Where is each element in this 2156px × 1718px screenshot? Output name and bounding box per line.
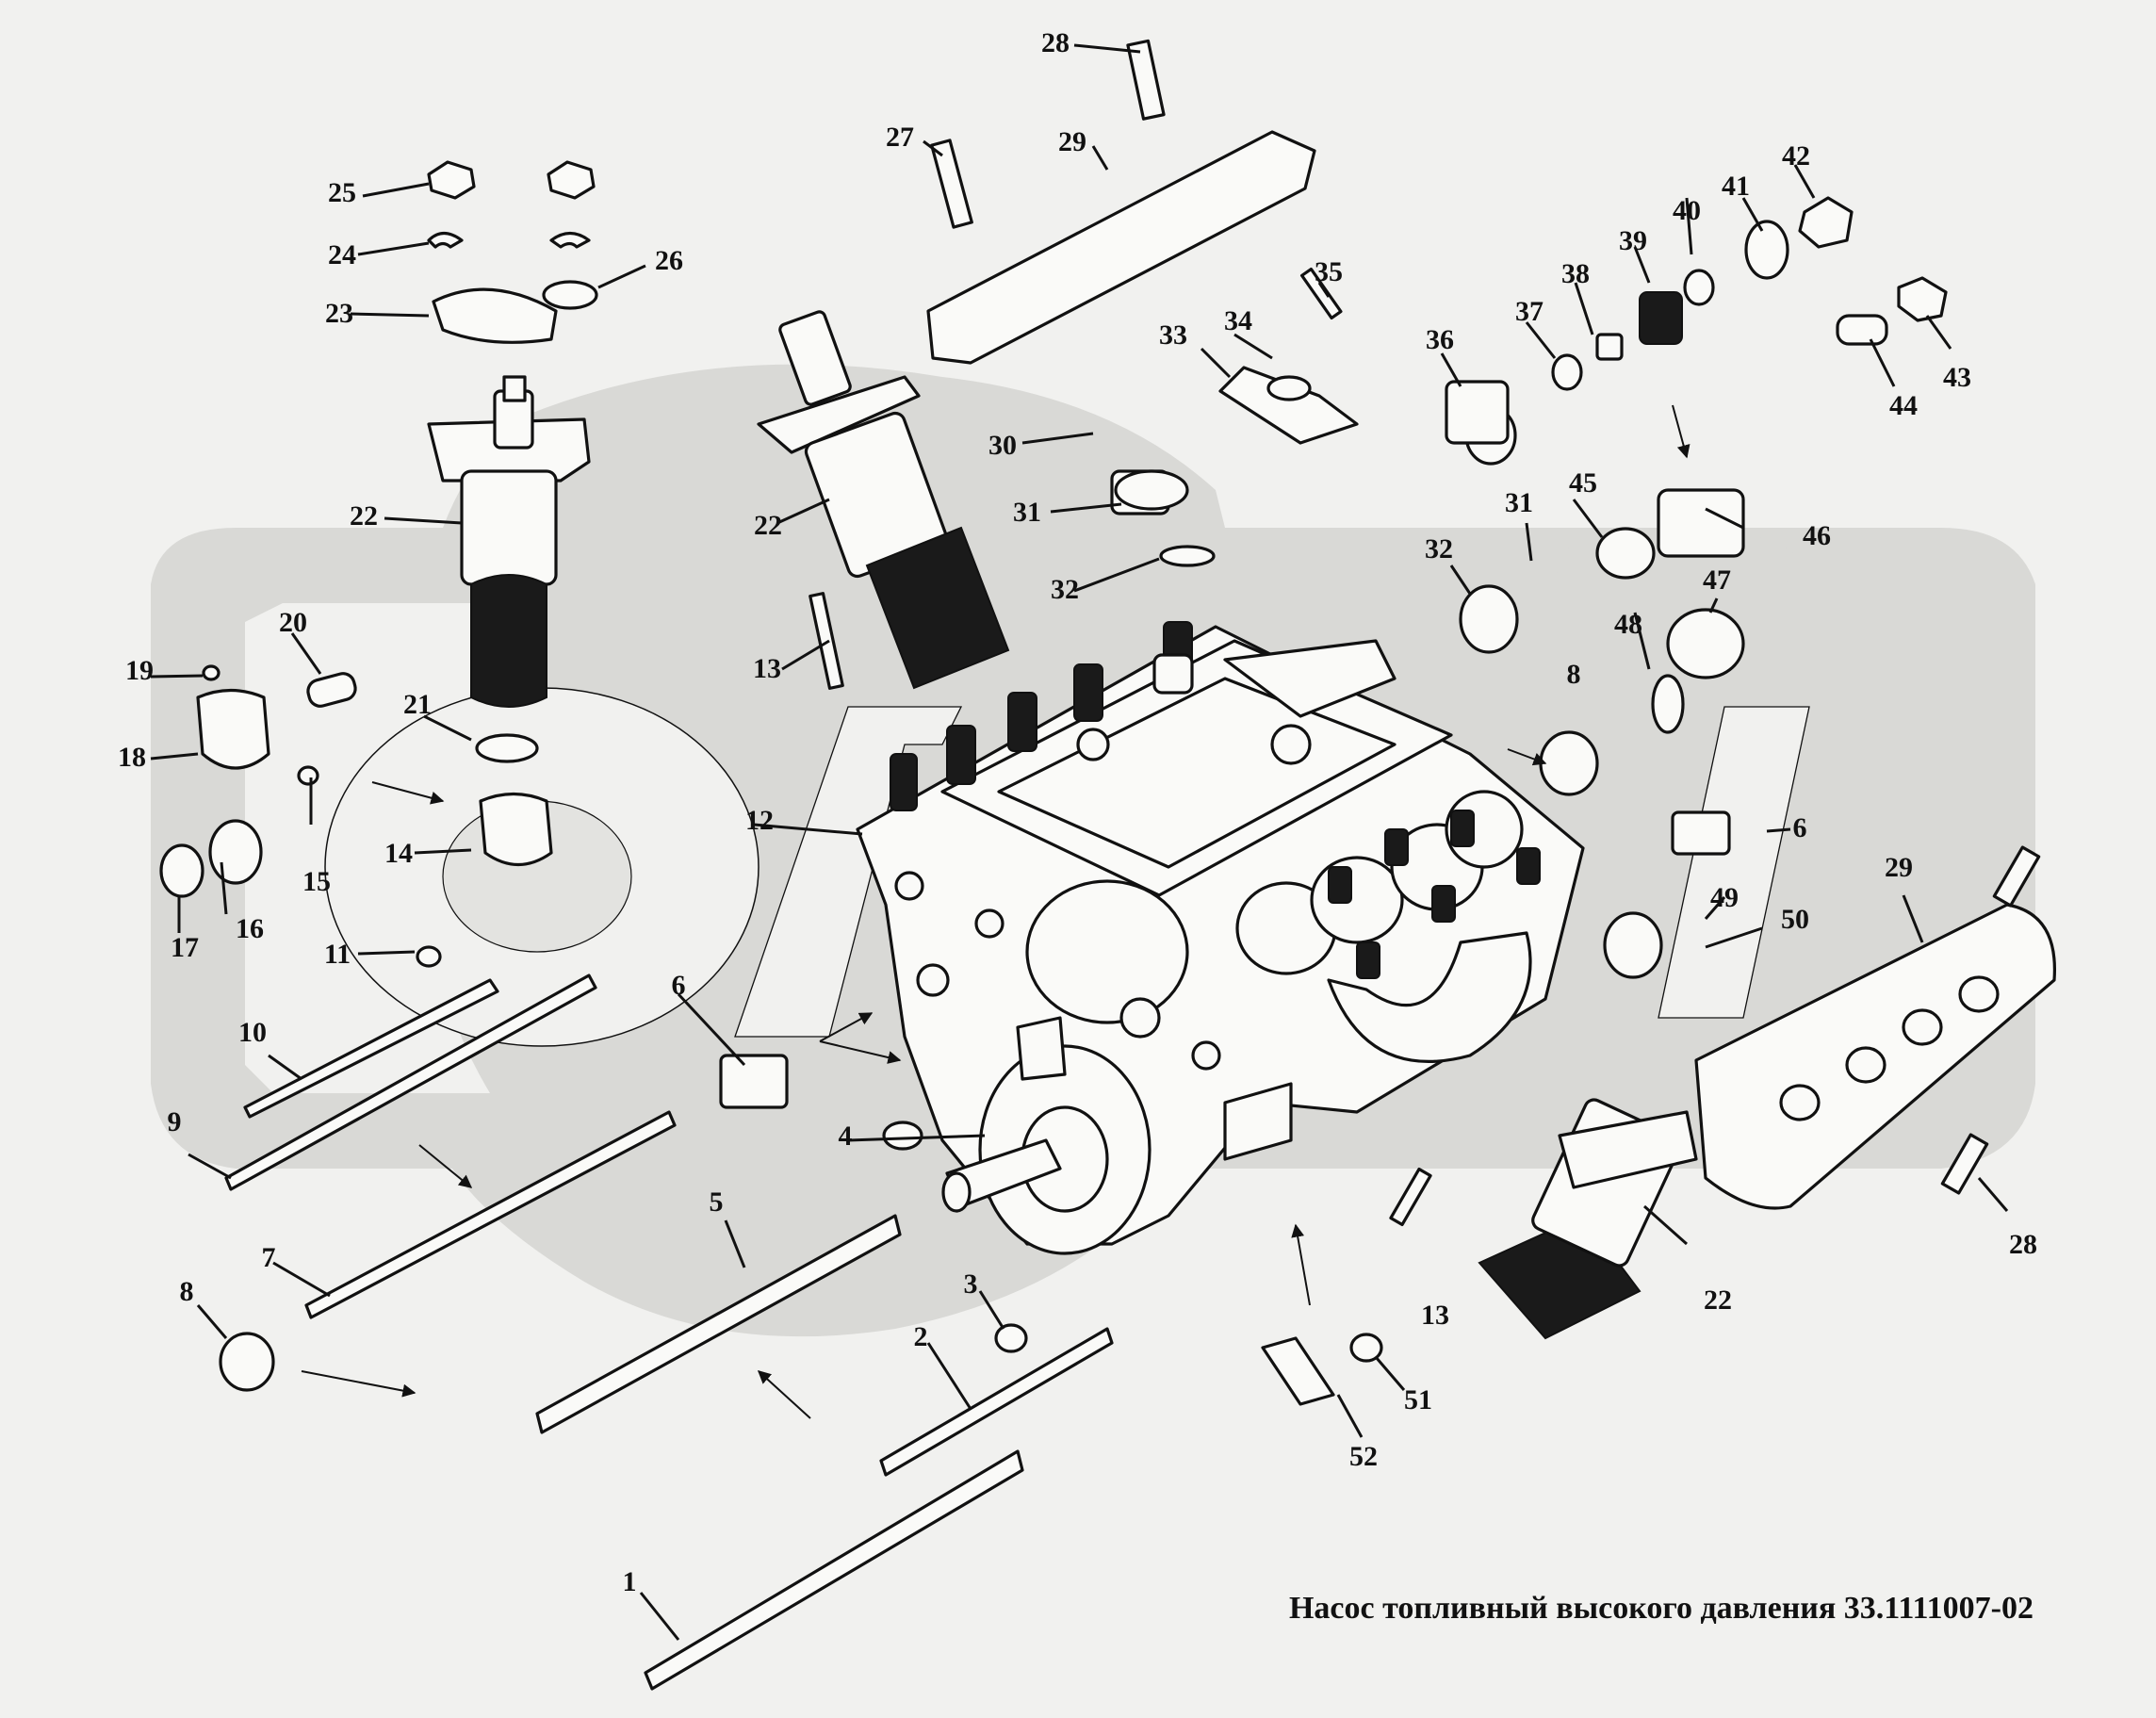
label-19: 19 bbox=[125, 655, 154, 686]
label-24: 24 bbox=[328, 239, 356, 270]
label-32b: 32 bbox=[1425, 533, 1453, 564]
label-29a: 29 bbox=[1058, 126, 1086, 157]
label-52: 52 bbox=[1349, 1441, 1378, 1472]
label-12: 12 bbox=[745, 805, 774, 836]
label-13b: 13 bbox=[1421, 1300, 1449, 1331]
label-44: 44 bbox=[1889, 390, 1918, 421]
label-36: 36 bbox=[1426, 324, 1454, 355]
label-42: 42 bbox=[1782, 140, 1810, 172]
label-48: 48 bbox=[1614, 609, 1642, 640]
label-32a: 32 bbox=[1051, 574, 1079, 605]
label-18: 18 bbox=[118, 742, 146, 773]
leader-lines bbox=[150, 43, 2009, 1641]
label-41: 41 bbox=[1722, 171, 1750, 202]
diagram-caption: Насос топливный высокого давления 33.111… bbox=[1289, 1591, 2034, 1626]
label-6a: 6 bbox=[672, 970, 686, 1001]
label-51: 51 bbox=[1404, 1384, 1432, 1415]
label-23: 23 bbox=[325, 298, 353, 329]
label-25: 25 bbox=[328, 177, 356, 208]
part-labels: 1 2 3 4 5 6 6 7 8 8 9 10 11 12 13 13 14 … bbox=[118, 27, 2037, 1597]
label-1: 1 bbox=[623, 1566, 637, 1597]
label-28b: 28 bbox=[2009, 1229, 2037, 1260]
label-11: 11 bbox=[324, 939, 351, 970]
label-34: 34 bbox=[1224, 305, 1252, 336]
pump-element-22-top bbox=[757, 310, 1010, 690]
label-31a: 31 bbox=[1013, 497, 1041, 528]
label-22b: 22 bbox=[754, 510, 782, 541]
label-5: 5 bbox=[710, 1186, 724, 1218]
label-26: 26 bbox=[655, 245, 683, 276]
label-4: 4 bbox=[839, 1121, 853, 1152]
label-37: 37 bbox=[1515, 296, 1544, 327]
valve-cover-29-top bbox=[926, 130, 1316, 365]
control-racks bbox=[224, 974, 1114, 1691]
label-3: 3 bbox=[964, 1268, 978, 1300]
pump-element-22-bottom bbox=[1478, 1098, 1698, 1340]
label-30: 30 bbox=[988, 430, 1017, 461]
label-39: 39 bbox=[1619, 225, 1647, 256]
label-6b: 6 bbox=[1793, 812, 1807, 843]
label-49: 49 bbox=[1710, 882, 1739, 913]
label-2: 2 bbox=[914, 1321, 928, 1352]
label-31b: 31 bbox=[1505, 487, 1533, 518]
label-16: 16 bbox=[236, 913, 264, 944]
label-7: 7 bbox=[262, 1242, 276, 1273]
label-40: 40 bbox=[1673, 195, 1701, 226]
label-46: 46 bbox=[1803, 520, 1831, 551]
label-47: 47 bbox=[1703, 564, 1731, 596]
label-28a: 28 bbox=[1041, 27, 1070, 58]
label-43: 43 bbox=[1943, 362, 1971, 393]
label-21: 21 bbox=[403, 689, 432, 720]
assembly-arrows bbox=[301, 404, 1690, 1419]
label-17: 17 bbox=[171, 932, 199, 963]
label-22a: 22 bbox=[350, 500, 378, 532]
label-38: 38 bbox=[1561, 258, 1590, 289]
label-29b: 29 bbox=[1885, 852, 1913, 883]
label-45: 45 bbox=[1569, 467, 1597, 499]
label-8a: 8 bbox=[180, 1276, 194, 1307]
label-22c: 22 bbox=[1704, 1284, 1732, 1316]
pump-housing bbox=[856, 621, 1585, 1255]
label-33: 33 bbox=[1159, 319, 1187, 351]
label-50: 50 bbox=[1781, 904, 1809, 935]
label-8b: 8 bbox=[1567, 659, 1581, 690]
label-9: 9 bbox=[168, 1106, 182, 1137]
label-27: 27 bbox=[886, 122, 914, 153]
small-parts bbox=[159, 39, 2041, 1406]
valve-cover-29-holes bbox=[1779, 975, 2000, 1121]
pump-element-22-left bbox=[427, 375, 591, 708]
label-15: 15 bbox=[302, 866, 331, 897]
label-20: 20 bbox=[279, 607, 307, 638]
label-35: 35 bbox=[1315, 256, 1343, 287]
label-14: 14 bbox=[384, 838, 413, 869]
label-10: 10 bbox=[238, 1017, 267, 1048]
label-13a: 13 bbox=[753, 653, 781, 684]
